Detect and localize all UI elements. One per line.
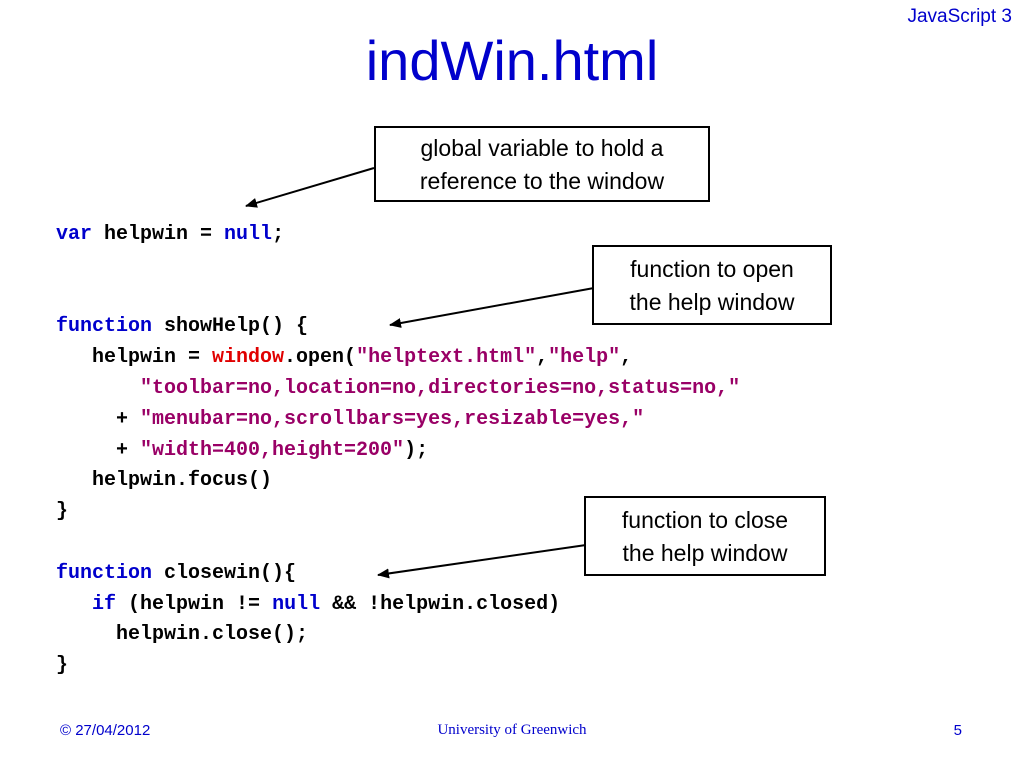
code-text: helpwin = <box>56 346 213 370</box>
keyword-null: null <box>224 223 273 246</box>
string-literal: "toolbar=no,location=no,directories=no,s… <box>140 376 741 400</box>
code-line-11: function closewin(){ <box>56 562 296 585</box>
code-line-3: function showHelp() { <box>56 315 308 338</box>
code-line-9: } <box>56 500 69 524</box>
callout-close-function: function to close the help window <box>584 496 826 576</box>
arrow-to-global-variable <box>245 167 375 208</box>
keyword-function: function <box>56 315 153 339</box>
code-line-12: if (helpwin != null && !helpwin.closed) <box>56 593 560 616</box>
object-window: window <box>212 346 285 370</box>
code-indent <box>56 593 92 616</box>
code-text: helpwin = <box>92 223 225 246</box>
code-text: + <box>56 407 141 431</box>
code-text: , <box>620 346 633 370</box>
callout-line: reference to the window <box>419 168 665 194</box>
footer-institution: University of Greenwich <box>437 722 587 738</box>
callout-line: function to open <box>630 256 794 282</box>
footer-date: © 27/04/2012 <box>60 722 151 739</box>
code-line-6: + "menubar=no,scrollbars=yes,resizable=y… <box>56 408 644 431</box>
code-block: var helpwin = null; function showHelp() … <box>56 220 740 682</box>
code-text: + <box>56 438 141 462</box>
code-text: && !helpwin.closed) <box>320 592 561 616</box>
code-line-13: helpwin.close(); <box>56 623 309 647</box>
code-text: (helpwin != <box>116 592 273 616</box>
callout-line: the help window <box>629 289 795 315</box>
keyword-if: if <box>92 592 117 616</box>
callout-open-function: function to open the help window <box>592 245 832 325</box>
code-text: .open( <box>284 346 357 370</box>
course-label: JavaScript 3 <box>907 6 1012 27</box>
code-text: showHelp() { <box>152 315 309 339</box>
code-text: closewin(){ <box>152 561 297 585</box>
string-literal: "width=400,height=200" <box>140 438 405 462</box>
callout-line: function to close <box>621 507 789 533</box>
code-line-1: var helpwin = null; <box>56 223 284 246</box>
keyword-null: null <box>272 592 321 616</box>
code-line-4: helpwin = window.open("helptext.html","h… <box>56 346 632 369</box>
footer-page-number: 5 <box>953 722 962 739</box>
keyword-function: function <box>56 561 153 585</box>
callout-line: the help window <box>622 540 788 566</box>
code-line-7: + "width=400,height=200"); <box>56 439 428 462</box>
code-indent <box>56 377 140 400</box>
string-literal: "help" <box>548 346 621 370</box>
callout-global-variable: global variable to hold a reference to t… <box>374 126 710 202</box>
code-text: ); <box>404 438 429 462</box>
string-literal: "helptext.html" <box>356 346 537 370</box>
callout-line: global variable to hold a <box>420 135 664 161</box>
code-line-14: } <box>56 654 69 678</box>
code-text: , <box>536 346 549 370</box>
code-line-5: "toolbar=no,location=no,directories=no,s… <box>56 377 740 400</box>
string-literal: "menubar=no,scrollbars=yes,resizable=yes… <box>140 407 645 431</box>
code-text: ; <box>272 223 285 246</box>
slide-title: indWin.html <box>365 29 659 92</box>
keyword-var: var <box>56 223 93 246</box>
code-line-8: helpwin.focus() <box>56 469 273 493</box>
